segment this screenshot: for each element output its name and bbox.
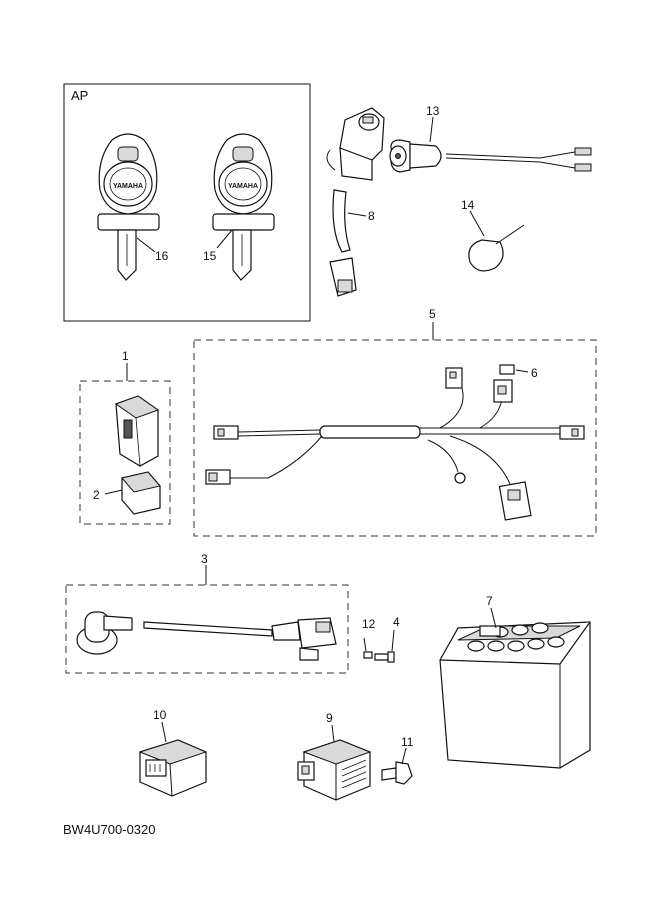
key-15-brand: YAMAHA: [228, 183, 258, 190]
bolt-11: 11: [381, 735, 414, 785]
ignition-coil-group: 3 12 4: [65, 552, 400, 674]
callout-1: 1: [122, 349, 129, 363]
callout-12: 12: [362, 617, 376, 631]
coil-dashed-box: [65, 584, 349, 674]
figure-code: BW4U700-0320: [63, 822, 156, 837]
rectifier-9: 9: [297, 711, 372, 801]
callout-5: 5: [429, 307, 436, 321]
key-16: YAMAHA: [97, 133, 160, 281]
callout-9: 9: [326, 711, 333, 725]
wire-harness-group: 5 6: [193, 307, 597, 537]
callout-8: 8: [368, 209, 375, 223]
callout-14: 14: [461, 198, 475, 212]
callout-10: 10: [153, 708, 167, 722]
callout-7: 7: [486, 594, 493, 608]
cable-tie-14: 14: [461, 198, 525, 272]
switch-13: 13: [389, 104, 592, 173]
callout-16: 16: [155, 249, 169, 263]
main-switch-8: 8: [326, 107, 385, 297]
key-15: YAMAHA: [212, 133, 275, 281]
callout-2: 2: [93, 488, 100, 502]
callout-15: 15: [203, 249, 217, 263]
ap-keys-group: AP YAMAHA YAMAHA 16 15: [63, 83, 311, 322]
cdi-group: 1 2: [79, 349, 171, 525]
callout-3: 3: [201, 552, 208, 566]
key-16-brand: YAMAHA: [113, 183, 143, 190]
ap-box-title: AP: [71, 88, 88, 103]
harness-dashed-box: [193, 339, 597, 537]
callout-4: 4: [393, 615, 400, 629]
relay-10: 10: [138, 708, 208, 797]
battery-7: 7: [439, 594, 591, 769]
callout-13: 13: [426, 104, 440, 118]
cdi-dashed-box: [79, 380, 171, 525]
callout-6: 6: [531, 366, 538, 380]
ap-box: [63, 83, 311, 322]
callout-11: 11: [401, 735, 414, 749]
